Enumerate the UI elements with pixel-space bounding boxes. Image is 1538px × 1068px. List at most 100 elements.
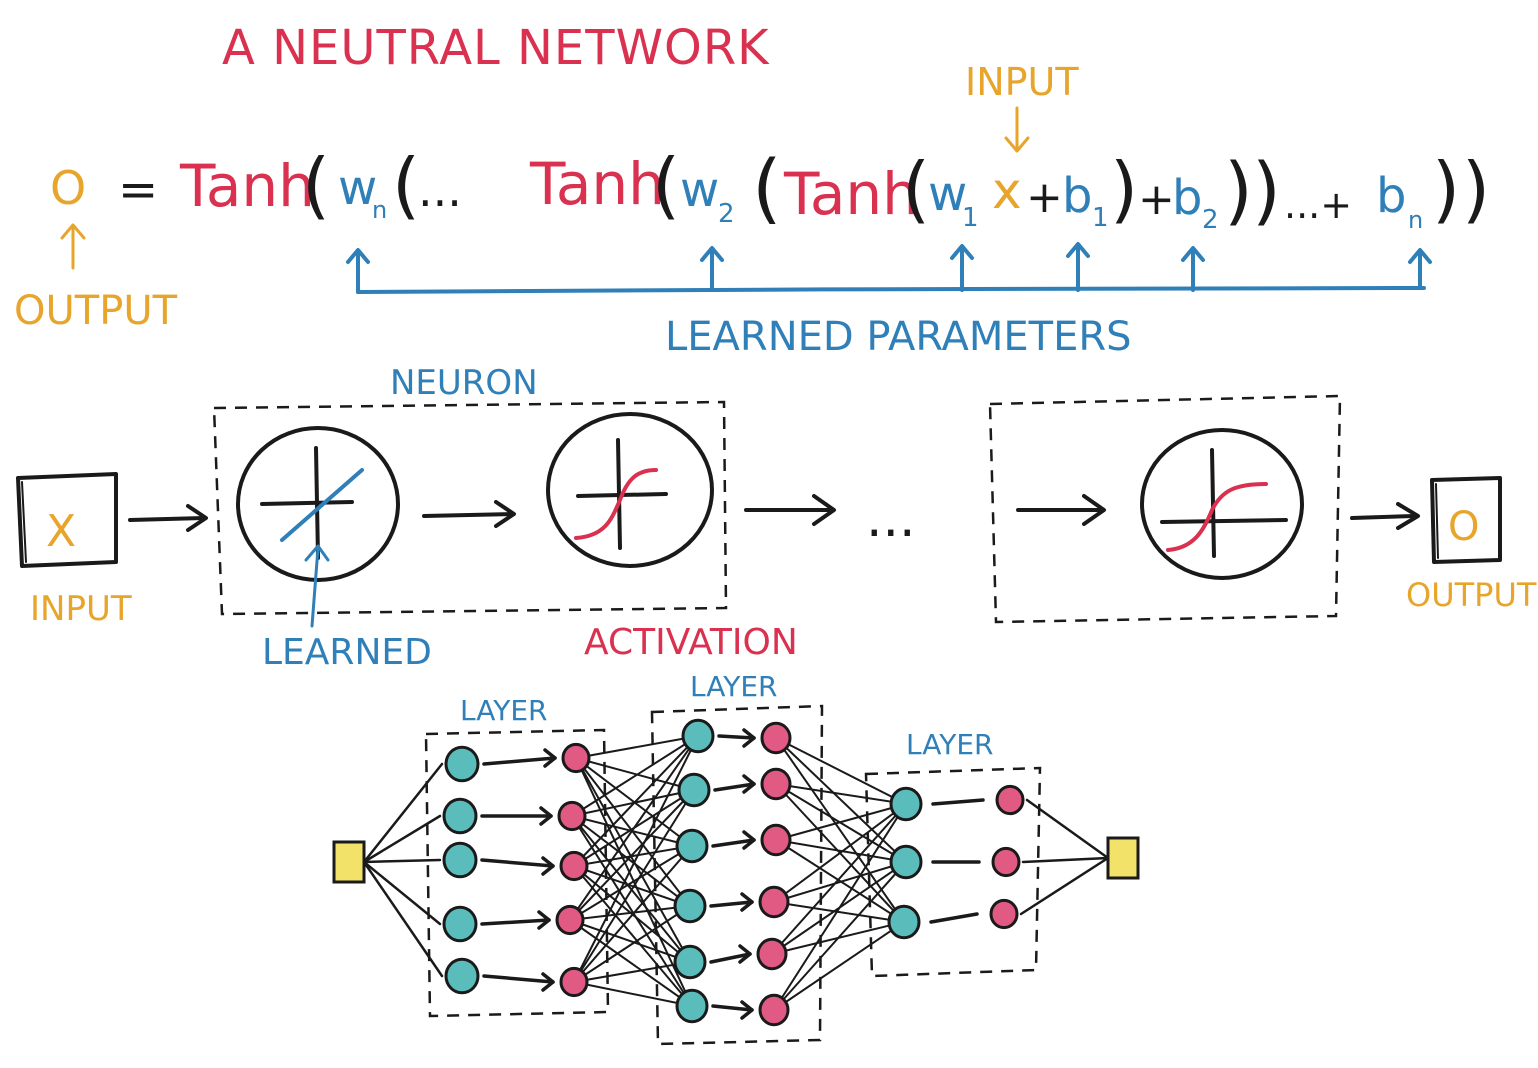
layer-connection [773,861,907,1011]
arrow-head-icon [539,806,553,826]
layer-connection [569,919,693,1007]
paren-open-1: ( [302,143,330,227]
arrow-head-icon [537,910,551,930]
layer-arrow [480,918,551,926]
layer-connection [773,861,907,903]
pipeline-input-symbol: X [46,506,76,557]
equation-input-label: INPUT [965,60,1079,104]
bias-b2-subscript: 2 [1202,205,1219,235]
input-node-box: X [16,472,118,568]
learned-parameters-label: LEARNED PARAMETERS [665,314,1132,360]
activation-function-icon [1140,428,1304,580]
tanh-middle: Tanh [529,150,665,218]
linear-node [444,745,480,783]
activation-node [561,742,591,774]
last-neuron-box [988,394,1342,624]
layer-connection [571,815,691,907]
output-connection [1021,856,1110,864]
activation-node [989,898,1019,930]
activation-node [559,966,589,998]
layer-connection [571,815,693,1007]
arrow-head-icon [740,892,754,912]
linear-node [444,957,480,995]
network-output-node [1106,836,1140,880]
layer-arrow [480,858,555,868]
activation-node [995,784,1025,816]
arrow-right-icon [744,494,836,526]
input-x: x [992,162,1022,220]
layer-connection [775,737,907,863]
layer-connection [569,845,693,921]
plus-2: + [1138,174,1175,225]
weight-wn-subscript: n [372,196,387,224]
layer-label: LAYER [906,728,993,761]
learned-parameters-bracket [346,242,1432,294]
pipeline-output-symbol: O [1448,504,1479,550]
neuron-box [212,400,728,616]
weight-wn: w [338,160,377,216]
input-connection [362,858,442,864]
input-connection [362,814,442,864]
activation-node [760,767,792,801]
layer-box [650,704,824,1046]
diagram-title: A NEUTRAL NETWORK [222,20,770,76]
linear-node [889,844,923,880]
paren-close-1: ) [1110,147,1138,231]
activation-node [760,721,792,755]
layer-connection [573,845,693,867]
layer-connection [929,912,979,924]
layer-connection [569,735,699,921]
arrow-right-icon [422,500,516,528]
arrow-head-icon [543,748,557,768]
output-connection [1019,856,1110,916]
tanh-inner: Tanh [783,160,919,228]
layer-connection [573,735,699,867]
layer-connection [773,901,905,923]
input-connection [362,860,442,926]
linear-node [675,988,709,1024]
paren-close-4: ) [1432,147,1460,231]
activation-node [555,904,585,936]
equation-ellipsis-plus: ...+ [1284,183,1352,227]
activation-node [559,850,589,882]
layer-arrow [482,756,557,766]
paren-close-2: ) [1224,148,1253,234]
network-nodes [442,718,1025,1027]
arrow-head-icon [541,856,555,876]
layer-connection [775,737,905,923]
learned-label: LEARNED [262,632,432,673]
layered-network: LAYER LAYER LAYER [332,670,1140,1046]
arrow-head-icon [742,774,756,794]
arrow-head-icon [541,972,555,992]
neuron-pipeline: X INPUT NEURON LEARNED [16,363,1537,673]
layer-connection [775,783,907,805]
arrow-right-icon [1016,494,1106,526]
layer-connection [931,798,985,806]
pipeline-ellipsis: ... [866,489,916,549]
input-connection [362,762,444,864]
arrow-right-icon [1350,502,1420,530]
linear-node [442,905,478,943]
layer-arrow [711,838,756,848]
activation-node [991,846,1021,878]
output-node-box: O [1430,476,1502,564]
arrow-head-icon [740,1000,754,1020]
bias-b1-subscript: 1 [1092,203,1109,233]
network-connections [362,728,1110,1020]
linear-node [442,797,478,835]
layer-arrow [713,782,756,792]
layer-connection [573,865,691,907]
input-arrow-icon [1004,106,1030,153]
linear-function-icon [236,426,400,582]
weight-w2-subscript: 2 [718,199,735,229]
paren-open-3: ( [652,143,680,227]
paren-open-5: ( [902,147,930,231]
layer-label: LAYER [460,694,547,727]
input-connection [362,860,444,978]
layer-connection [571,735,699,817]
linear-node [673,944,707,980]
equation-ellipsis: ... [418,163,462,217]
linear-node [675,828,709,864]
layer-connection [773,803,907,903]
equals-sign: = [118,162,158,218]
